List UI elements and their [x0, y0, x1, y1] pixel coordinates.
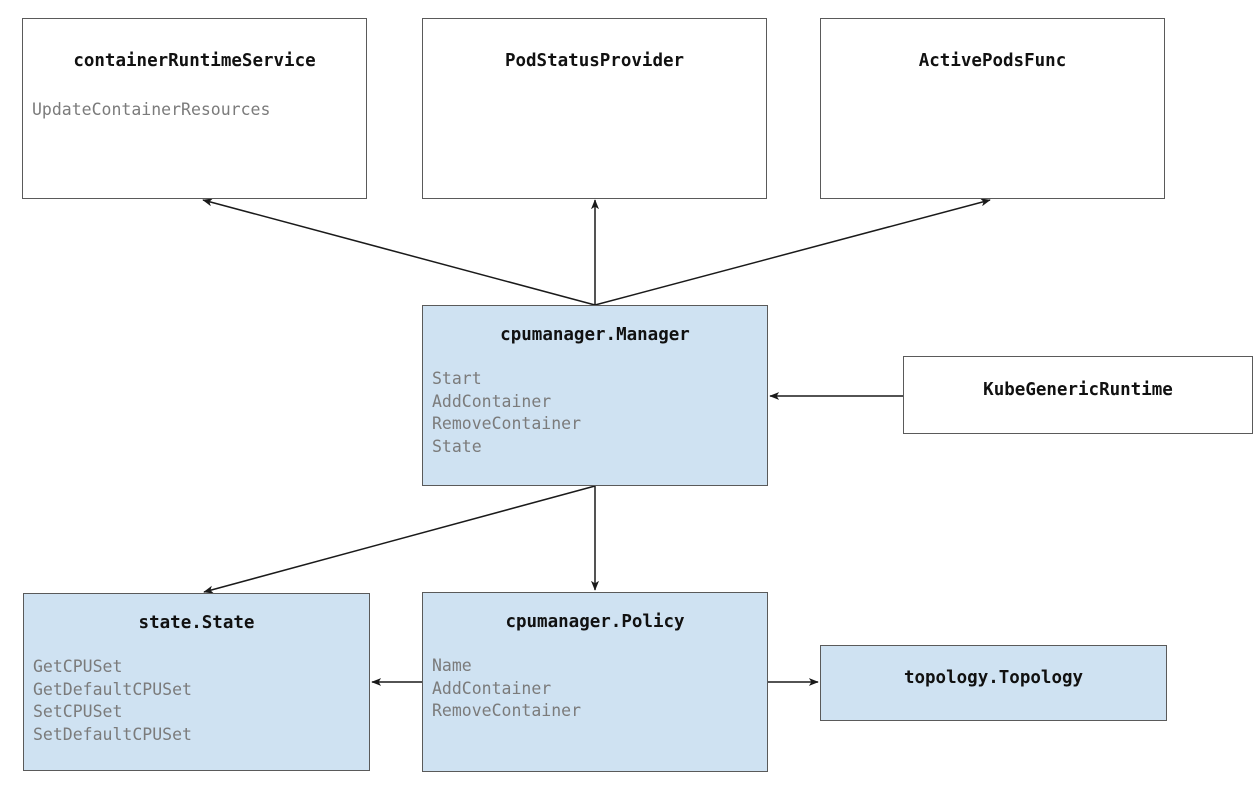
node-title-ActivePodsFunc: ActivePodsFunc: [918, 51, 1067, 71]
node-method-line: Start: [432, 369, 482, 388]
node-method-line: AddContainer: [432, 391, 552, 411]
node-method-line: GetDefaultCPUSet: [33, 679, 192, 699]
node-title-topologyTopology: topology.Topology: [903, 668, 1084, 688]
node-method-line: SetDefaultCPUSet: [33, 724, 192, 744]
node-ActivePodsFunc[interactable]: ActivePodsFunc: [820, 18, 1165, 199]
edge-manager-to-containerRuntimeService: [202, 198, 596, 306]
node-method-line: State: [432, 436, 482, 456]
node-method-line: GetCPUSet: [33, 657, 123, 676]
node-title-stateState: state.State: [138, 613, 255, 633]
node-title-cpumanagerManager: cpumanager.Manager: [500, 325, 690, 345]
node-method-line: AddContainer: [432, 678, 552, 698]
node-PodStatusProvider[interactable]: PodStatusProvider: [422, 18, 767, 199]
node-topologyTopology[interactable]: topology.Topology: [820, 645, 1167, 721]
node-methods-containerRuntimeService: UpdateContainerResources: [32, 99, 362, 122]
node-method-line: Name: [432, 656, 472, 675]
node-method-line: UpdateContainerResources: [32, 100, 271, 119]
node-title-KubeGenericRuntime: KubeGenericRuntime: [983, 380, 1173, 400]
node-title-cpumanagerPolicy: cpumanager.Policy: [505, 612, 685, 632]
edge-manager-to-activePodsFunc: [594, 198, 991, 306]
node-method-line: SetCPUSet: [33, 702, 123, 721]
node-KubeGenericRuntime[interactable]: KubeGenericRuntime: [903, 356, 1253, 434]
node-title-containerRuntimeService: containerRuntimeService: [73, 51, 316, 71]
edge-manager-to-stateState: [203, 485, 596, 594]
node-method-line: RemoveContainer: [432, 701, 582, 720]
node-title-PodStatusProvider: PodStatusProvider: [504, 51, 685, 71]
node-method-line: RemoveContainer: [432, 414, 582, 433]
